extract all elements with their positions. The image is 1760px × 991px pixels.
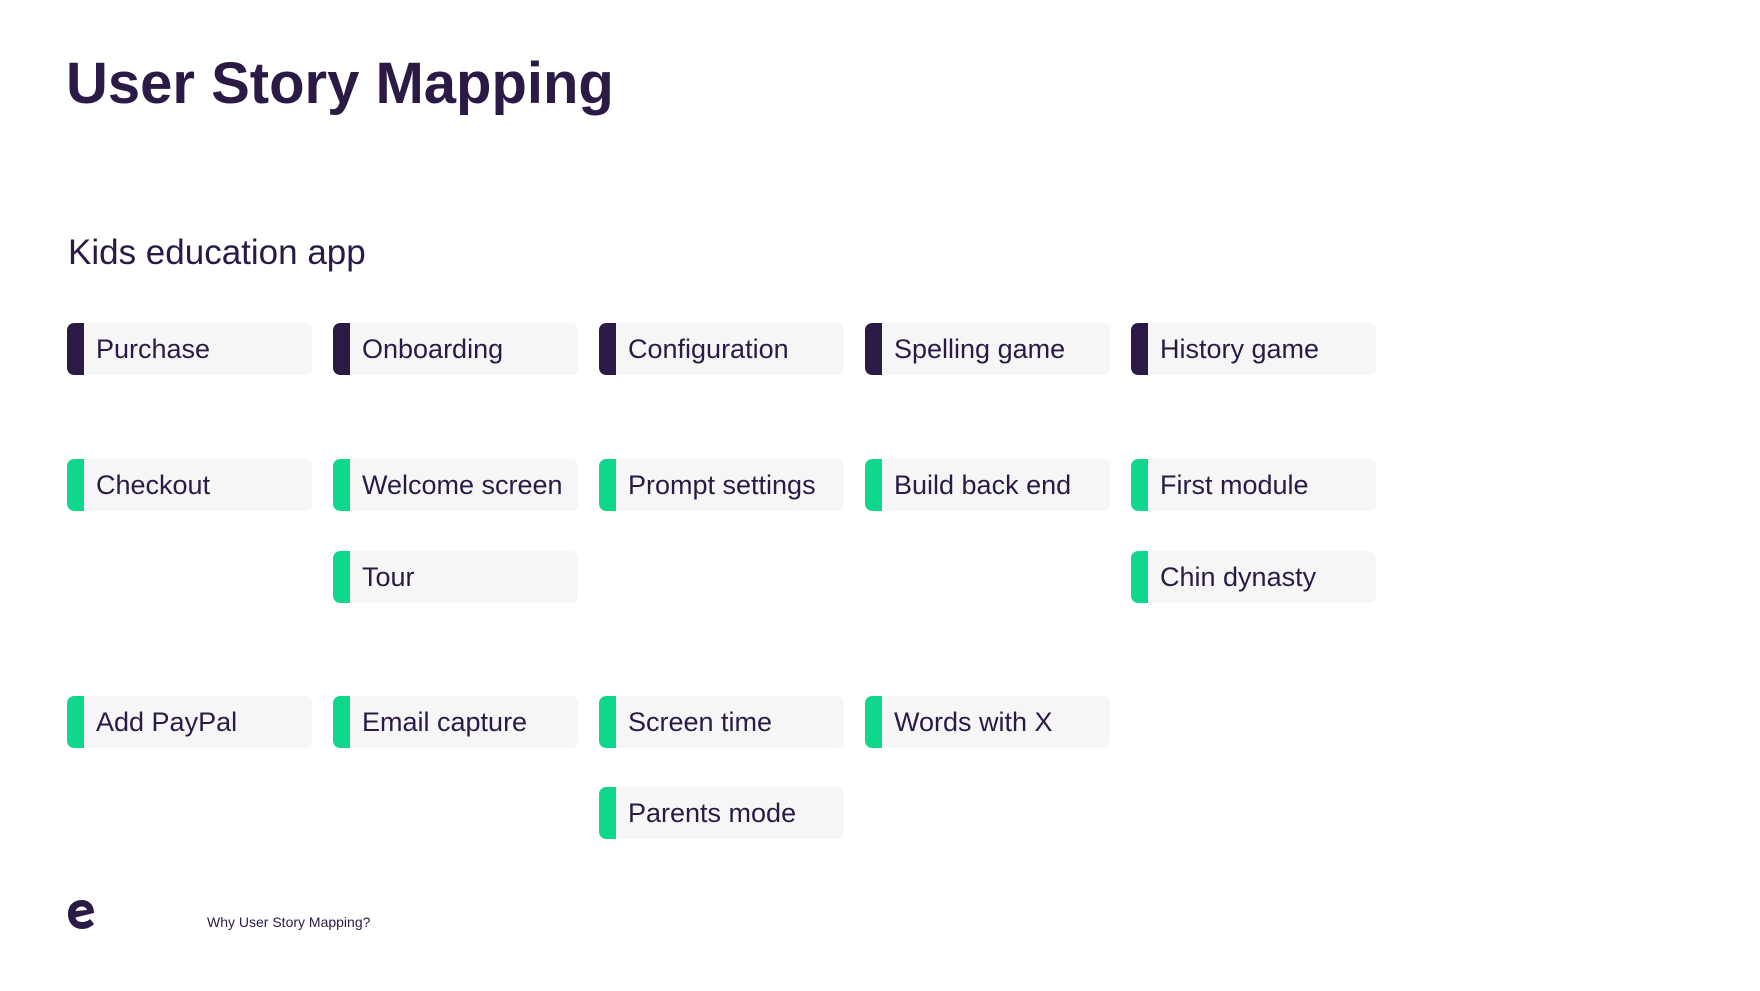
card-label: History game	[1160, 334, 1320, 364]
story-stripe	[599, 787, 616, 839]
brand-e-logo-icon	[67, 898, 95, 930]
activity-stripe	[1131, 323, 1148, 375]
story-stripe	[333, 551, 350, 603]
story-card-build-back-end[interactable]: Build back end	[865, 459, 1110, 511]
activity-stripe	[333, 323, 350, 375]
story-card-add-paypal[interactable]: Add PayPal	[67, 696, 312, 748]
section-subtitle: Kids education app	[68, 233, 366, 272]
story-card-checkout[interactable]: Checkout	[67, 459, 312, 511]
story-card-first-module[interactable]: First module	[1131, 459, 1376, 511]
story-stripe	[599, 696, 616, 748]
story-card-screen-time[interactable]: Screen time	[599, 696, 844, 748]
story-stripe	[67, 696, 84, 748]
story-card-welcome-screen[interactable]: Welcome screen	[333, 459, 578, 511]
story-stripe	[333, 459, 350, 511]
card-label: Spelling game	[894, 334, 1066, 364]
card-label: Tour	[362, 562, 415, 592]
card-label: First module	[1160, 470, 1309, 500]
story-stripe	[1131, 551, 1148, 603]
story-stripe	[1131, 459, 1148, 511]
card-label: Add PayPal	[96, 707, 238, 737]
activity-card-onboarding[interactable]: Onboarding	[333, 323, 578, 375]
card-label: Onboarding	[362, 334, 504, 364]
story-stripe	[67, 459, 84, 511]
card-label: Parents mode	[628, 798, 797, 828]
page-title: User Story Mapping	[66, 51, 614, 116]
story-card-parents-mode[interactable]: Parents mode	[599, 787, 844, 839]
card-label: Email capture	[362, 707, 528, 737]
card-label: Purchase	[96, 334, 211, 364]
card-label: Chin dynasty	[1160, 562, 1317, 592]
story-stripe	[865, 696, 882, 748]
story-card-chin-dynasty[interactable]: Chin dynasty	[1131, 551, 1376, 603]
story-card-words-with-x[interactable]: Words with X	[865, 696, 1110, 748]
card-label: Words with X	[894, 707, 1053, 737]
activity-stripe	[599, 323, 616, 375]
card-label: Prompt settings	[628, 470, 816, 500]
footer-caption: Why User Story Mapping?	[207, 914, 371, 930]
activity-card-spelling-game[interactable]: Spelling game	[865, 323, 1110, 375]
story-stripe	[865, 459, 882, 511]
activity-stripe	[865, 323, 882, 375]
card-label: Welcome screen	[362, 470, 563, 500]
card-label: Build back end	[894, 470, 1072, 500]
activity-card-purchase[interactable]: Purchase	[67, 323, 312, 375]
card-label: Configuration	[628, 334, 789, 364]
story-stripe	[599, 459, 616, 511]
story-stripe	[333, 696, 350, 748]
activity-card-history-game[interactable]: History game	[1131, 323, 1376, 375]
card-label: Screen time	[628, 707, 773, 737]
activity-stripe	[67, 323, 84, 375]
story-card-prompt-settings[interactable]: Prompt settings	[599, 459, 844, 511]
card-label: Checkout	[96, 470, 211, 500]
activity-card-configuration[interactable]: Configuration	[599, 323, 844, 375]
story-card-email-capture[interactable]: Email capture	[333, 696, 578, 748]
story-card-tour[interactable]: Tour	[333, 551, 578, 603]
